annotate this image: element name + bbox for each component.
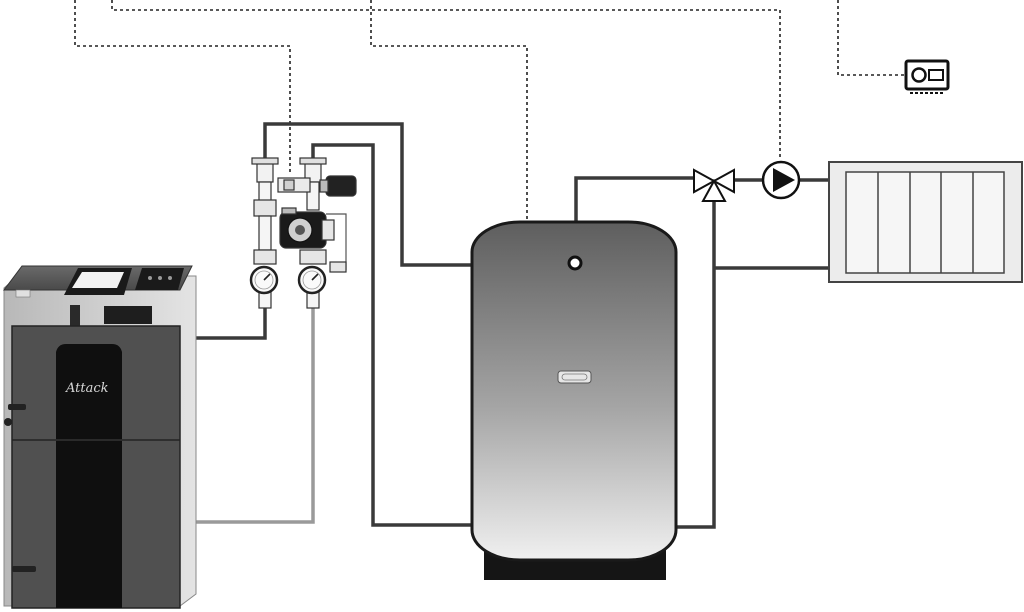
boiler-handle-lower bbox=[12, 566, 36, 572]
boiler-control-panel bbox=[64, 268, 184, 295]
mixer-bypass-pipe bbox=[676, 196, 716, 529]
controller-icon bbox=[904, 59, 950, 94]
supply-to-tank-pipe bbox=[263, 122, 472, 267]
boiler-plate bbox=[15, 289, 31, 298]
radiator bbox=[828, 161, 1023, 283]
boiler-return-pipe bbox=[180, 300, 315, 524]
thermometer-icon bbox=[297, 265, 327, 295]
wire-to-room-controller bbox=[837, 0, 905, 76]
tank-body bbox=[470, 220, 678, 562]
wire-to-tank-sensor bbox=[370, 0, 570, 266]
thermometer-icon bbox=[249, 265, 279, 295]
three-way-valve-icon bbox=[693, 168, 735, 202]
circulation-pump-icon bbox=[761, 160, 801, 200]
boiler-brand: Attack bbox=[65, 381, 109, 396]
temperature-sensor-icon bbox=[567, 255, 583, 271]
boiler-door bbox=[56, 344, 122, 608]
tank-badge bbox=[557, 370, 592, 384]
group-pump bbox=[279, 207, 335, 249]
boiler-handle-upper bbox=[8, 404, 26, 410]
boiler: Attack bbox=[3, 265, 197, 609]
tank-to-mixer-pipe bbox=[574, 176, 696, 222]
return-from-tank-pipe bbox=[311, 143, 472, 527]
boiler-supply-pipe bbox=[180, 300, 267, 340]
wire-to-valve-group bbox=[74, 0, 291, 175]
control-wiring bbox=[74, 0, 905, 266]
pump-valve-group bbox=[249, 157, 357, 309]
storage-tank bbox=[470, 220, 678, 580]
wire-to-pump bbox=[111, 0, 781, 160]
pipes bbox=[180, 122, 830, 529]
